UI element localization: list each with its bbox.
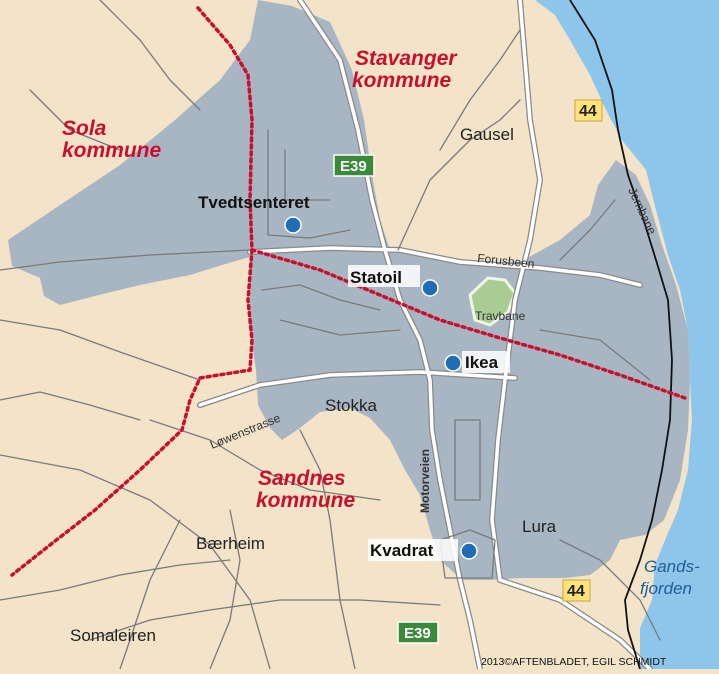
travbane-label: Travbane bbox=[475, 309, 526, 323]
kvadrat-label-bg bbox=[368, 539, 458, 561]
gandsfjorden-label-2: fjorden bbox=[640, 579, 692, 598]
e39-shield-top: E39 bbox=[333, 154, 375, 177]
forusbeen-label: Forusbeen bbox=[477, 251, 536, 271]
e39-shield-bottom: E39 bbox=[397, 621, 439, 644]
ikea-label-bg bbox=[462, 351, 510, 373]
gandsfjorden-water bbox=[535, 0, 719, 669]
statoil-label[interactable]: Statoil bbox=[350, 268, 402, 287]
road-network bbox=[0, 0, 661, 672]
ikea-marker[interactable] bbox=[444, 354, 462, 372]
sandnes-municipality-label-2: kommune bbox=[256, 489, 356, 512]
lura-label: Lura bbox=[522, 517, 557, 536]
svg-text:E39: E39 bbox=[340, 158, 367, 175]
tvedtsenteret-label[interactable]: Tvedtsenteret bbox=[198, 193, 310, 212]
municipality-borders bbox=[10, 6, 687, 577]
stavanger-municipality-label: Stavanger bbox=[355, 47, 458, 70]
sola-municipality-label-2: kommune bbox=[62, 139, 162, 162]
gandsfjorden-label: Gands- bbox=[644, 557, 700, 576]
somaleiren-label: Somaleiren bbox=[70, 626, 156, 645]
svg-text:E39: E39 bbox=[404, 625, 431, 642]
kvadrat-marker[interactable] bbox=[460, 542, 478, 560]
gausel-label: Gausel bbox=[460, 125, 514, 144]
ikea-label[interactable]: Ikea bbox=[465, 353, 499, 372]
motorveien-label: Motorveien bbox=[418, 449, 432, 513]
map-credit: 2013©AFTENBLADET, EGIL SCHMIDT bbox=[481, 656, 667, 668]
jernbane-railway bbox=[569, 0, 673, 670]
travbane-area bbox=[468, 276, 517, 327]
svg-text:44: 44 bbox=[567, 583, 585, 600]
tvedtsenteret-marker[interactable] bbox=[284, 216, 302, 234]
rv44-shield-top: 44 bbox=[574, 99, 603, 122]
sola-municipality-label: Sola bbox=[62, 117, 107, 140]
sandnes-municipality-label: Sandnes bbox=[258, 467, 346, 490]
stavanger-municipality-label-2: kommune bbox=[352, 69, 452, 92]
stokka-label: Stokka bbox=[325, 396, 378, 415]
kvadrat-label[interactable]: Kvadrat bbox=[370, 541, 434, 560]
statoil-label-bg bbox=[348, 265, 420, 287]
svg-text:44: 44 bbox=[579, 103, 597, 120]
statoil-marker[interactable] bbox=[421, 279, 439, 297]
rv44-shield-bottom: 44 bbox=[562, 579, 591, 602]
baerheim-label: Bærheim bbox=[196, 534, 265, 553]
